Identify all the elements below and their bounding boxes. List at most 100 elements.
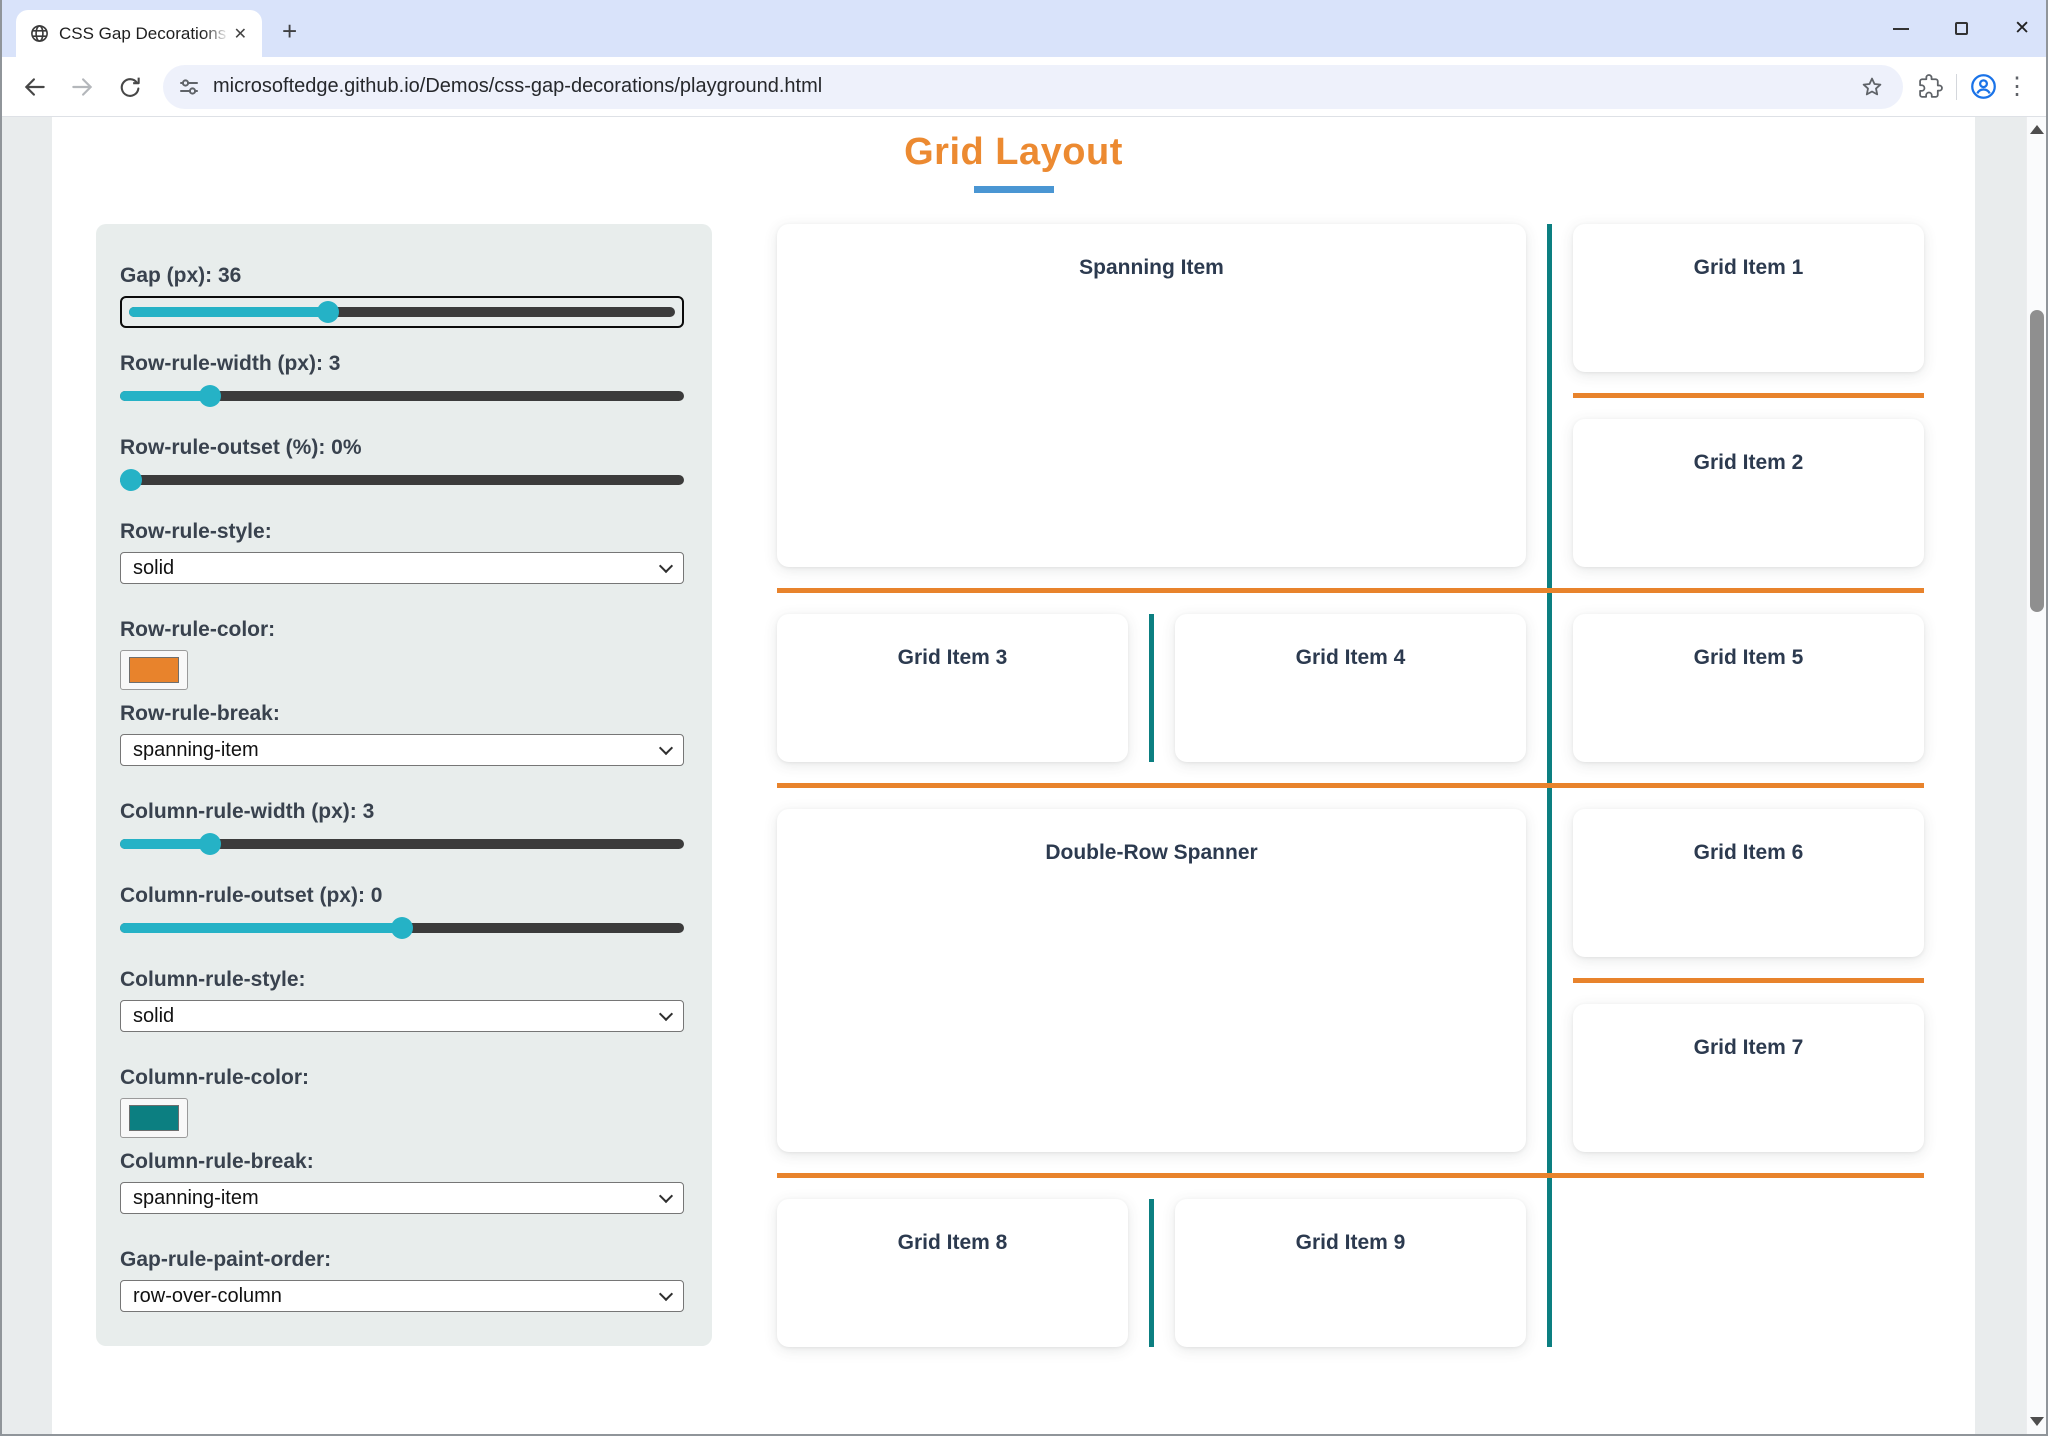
grid-item-card: Double-Row Spanner (777, 809, 1526, 1152)
slider-thumb[interactable] (316, 301, 339, 323)
control-column-rule-style: Column-rule-style:solid (120, 968, 684, 1032)
slider-track[interactable] (120, 475, 684, 485)
control-row-rule-width-px-3: Row-rule-width (px): 3 (120, 352, 684, 408)
row-rule-style-select[interactable]: solid (120, 552, 684, 584)
url-text: microsoftedge.github.io/Demos/css-gap-de… (213, 75, 823, 97)
row-rule (777, 783, 1924, 788)
globe-favicon-icon (30, 24, 49, 43)
page-background: Grid Layout Gap (px): 36 Row-rule-width (… (2, 117, 2046, 1434)
row-rule (1573, 393, 1924, 398)
vertical-scrollbar[interactable] (2026, 117, 2046, 1434)
slider-thumb[interactable] (199, 833, 222, 855)
chevron-down-icon (658, 1006, 674, 1021)
scroll-up-arrow-icon[interactable] (2029, 125, 2044, 134)
slider-thumb[interactable] (120, 469, 143, 491)
forward-icon[interactable] (65, 70, 99, 104)
tab-close-icon[interactable]: ✕ (233, 25, 247, 43)
tab-strip: CSS Gap Decorations playgroun ✕ + ✕ (2, 0, 2046, 57)
select-value: solid (133, 1004, 175, 1027)
grid-item-label: Grid Item 1 (1693, 256, 1804, 279)
grid-item-label: Double-Row Spanner (1045, 841, 1258, 864)
slider-thumb[interactable] (391, 917, 413, 939)
control-label: Row-rule-color: (120, 618, 276, 641)
row-rule (1573, 978, 1924, 983)
grid-item-card: Grid Item 8 (777, 1199, 1128, 1347)
grid-item-card: Spanning Item (777, 224, 1526, 567)
row-rule (777, 588, 1924, 593)
window-controls: ✕ (1893, 0, 2030, 57)
column-rule-outset-px-0-slider[interactable] (120, 916, 684, 940)
control-row-rule-outset-0: Row-rule-outset (%): 0% (120, 436, 684, 492)
row-rule-break-select[interactable]: spanning-item (120, 734, 684, 766)
grid-item-label: Grid Item 9 (1295, 1231, 1406, 1254)
sidebar-controls: Gap (px): 36 Row-rule-width (px): 3 Row-ru… (120, 264, 684, 1312)
control-label: Column-rule-color: (120, 1066, 309, 1089)
column-rule (1149, 614, 1154, 762)
column-rule-width-px-3-slider[interactable] (120, 832, 684, 856)
grid-item-card: Grid Item 1 (1573, 224, 1924, 372)
control-label: Column-rule-width (px): 3 (120, 800, 375, 823)
row-rule-color-picker[interactable] (120, 650, 188, 690)
control-gap-px-36: Gap (px): 36 (120, 264, 684, 328)
bookmark-star-icon[interactable] (1855, 70, 1889, 104)
slider-thumb[interactable] (199, 385, 222, 407)
control-row-rule-color: Row-rule-color: (120, 618, 684, 690)
grid-item-card: Grid Item 5 (1573, 614, 1924, 762)
grid-item-card: Grid Item 2 (1573, 419, 1924, 567)
maximize-icon[interactable] (1955, 22, 1969, 35)
control-label: Gap (px): 36 (120, 264, 242, 287)
control-label: Row-rule-style: (120, 520, 272, 543)
chevron-down-icon (658, 1188, 674, 1203)
slider-track[interactable] (129, 307, 675, 317)
control-label: Row-rule-outset (%): 0% (120, 436, 362, 459)
grid-item-label: Grid Item 7 (1693, 1036, 1804, 1059)
gap-px-36-slider[interactable] (120, 296, 684, 328)
grid-item-label: Grid Item 6 (1693, 841, 1804, 864)
grid-item-card: Grid Item 6 (1573, 809, 1924, 957)
control-column-rule-break: Column-rule-break: spanning-item (120, 1150, 684, 1214)
slider-track[interactable] (120, 839, 684, 849)
row-rule-width-px-3-slider[interactable] (120, 384, 684, 408)
color-swatch (129, 657, 179, 683)
gap-rule-paint-order-select[interactable]: row-over-column (120, 1280, 684, 1312)
url-address-bar[interactable]: microsoftedge.github.io/Demos/css-gap-de… (163, 64, 1903, 109)
control-label: Column-rule-outset (px): 0 (120, 884, 383, 907)
slider-fill (120, 923, 402, 933)
grid-item-card: Grid Item 9 (1175, 1199, 1526, 1347)
select-value: spanning-item (133, 1186, 259, 1209)
control-row-rule-style: Row-rule-style: solid (120, 520, 684, 584)
control-row-rule-break: Row-rule-break:spanning-item (120, 702, 684, 766)
minimize-icon[interactable] (1893, 27, 1910, 30)
control-label: Column-rule-break: (120, 1150, 314, 1173)
slider-fill (120, 391, 211, 401)
new-tab-button[interactable]: + (282, 16, 298, 46)
row-rule-outset-0-slider[interactable] (120, 468, 684, 492)
grid-item-label: Grid Item 8 (897, 1231, 1008, 1254)
page-title: Grid Layout (904, 131, 1123, 173)
scrollbar-thumb[interactable] (2030, 310, 2044, 612)
grid-item-label: Grid Item 4 (1295, 646, 1406, 669)
kebab-menu-icon[interactable]: ⋮ (2005, 73, 2029, 100)
grid-item-label: Grid Item 5 (1693, 646, 1804, 669)
chevron-down-icon (658, 740, 674, 755)
scroll-down-arrow-icon[interactable] (2029, 1417, 2044, 1426)
slider-fill (129, 307, 330, 317)
browser-tab[interactable]: CSS Gap Decorations playgroun ✕ (16, 10, 262, 57)
controls-panel: Gap (px): 36 Row-rule-width (px): 3 Row-ru… (96, 224, 712, 1346)
refresh-icon[interactable] (112, 70, 146, 104)
grid-item-card: Grid Item 3 (777, 614, 1128, 762)
column-rule-style-select[interactable]: solid (120, 1000, 684, 1032)
profile-avatar[interactable] (1966, 70, 2000, 104)
slider-track[interactable] (120, 391, 684, 401)
select-value: spanning-item (133, 738, 259, 761)
control-gap-rule-paint-order: Gap-rule-paint-order: row-over-column (120, 1248, 684, 1312)
site-settings-icon[interactable] (179, 77, 199, 97)
column-rule-break-select[interactable]: spanning-item (120, 1182, 684, 1214)
control-label: Gap-rule-paint-order: (120, 1248, 332, 1271)
close-icon[interactable]: ✕ (2014, 18, 2030, 39)
control-column-rule-outset-px-0: Column-rule-outset (px): 0 (120, 884, 684, 940)
back-icon[interactable] (18, 70, 52, 104)
column-rule-color-picker[interactable] (120, 1098, 188, 1138)
extensions-puzzle-icon[interactable] (1913, 70, 1947, 104)
slider-fill (120, 839, 211, 849)
